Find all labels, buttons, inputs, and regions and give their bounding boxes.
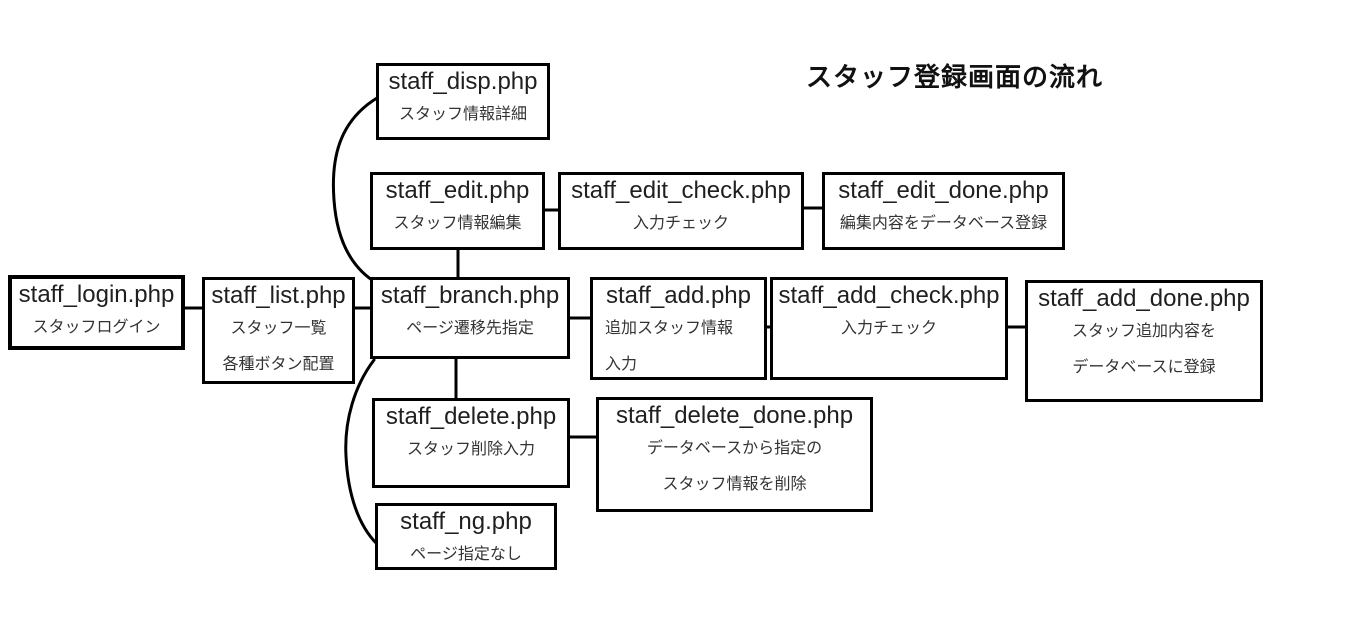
node-file-name: staff_delete_done.php	[615, 402, 854, 429]
node-file-name: staff_login.php	[18, 281, 175, 308]
node-description: スタッフ追加内容を	[1071, 323, 1216, 340]
node-staff-delete-done: staff_delete_done.php データベースから指定の スタッフ情報…	[596, 397, 873, 512]
node-file-name: staff_edit_check.php	[571, 177, 791, 204]
page-title: スタッフ登録画面の流れ	[806, 62, 1104, 92]
node-description: 編集内容をデータベース登録	[839, 215, 1048, 232]
node-staff-disp: staff_disp.php スタッフ情報詳細	[376, 63, 550, 140]
node-staff-branch: staff_branch.php ページ遷移先指定	[370, 277, 570, 359]
node-description: 入力チェック	[632, 215, 729, 232]
node-file-name: staff_edit_done.php	[838, 177, 1049, 204]
node-staff-edit: staff_edit.php スタッフ情報編集	[370, 172, 545, 250]
edge-branch-ng	[344, 358, 379, 546]
node-description: スタッフ削除入力	[406, 441, 535, 458]
node-description: ページ遷移先指定	[406, 320, 534, 337]
node-description: データベースから指定の	[646, 440, 823, 457]
node-description: スタッフ情報を削除	[662, 476, 807, 493]
node-description: ページ指定なし	[410, 546, 522, 563]
node-file-name: staff_ng.php	[400, 508, 532, 535]
node-file-name: staff_disp.php	[388, 68, 538, 95]
node-staff-add-check: staff_add_check.php 入力チェック	[770, 277, 1008, 380]
node-staff-login: staff_login.php スタッフログイン	[8, 275, 185, 350]
node-staff-delete: staff_delete.php スタッフ削除入力	[372, 398, 570, 488]
node-description: 各種ボタン配置	[222, 356, 335, 373]
node-description: スタッフ情報詳細	[398, 106, 527, 123]
node-file-name: staff_branch.php	[380, 282, 560, 309]
node-file-name: staff_add_done.php	[1038, 285, 1250, 312]
node-description: スタッフ一覧	[230, 320, 327, 337]
node-description: 入力	[605, 356, 638, 373]
node-staff-edit-check: staff_edit_check.php 入力チェック	[558, 172, 804, 250]
node-file-name: staff_list.php	[211, 282, 346, 309]
node-description: 入力チェック	[840, 320, 937, 337]
node-staff-list: staff_list.php スタッフ一覧 各種ボタン配置	[202, 277, 355, 384]
node-staff-edit-done: staff_edit_done.php 編集内容をデータベース登録	[822, 172, 1065, 250]
node-staff-ng: staff_ng.php ページ指定なし	[375, 503, 557, 570]
node-description: 追加スタッフ情報	[605, 320, 734, 337]
node-description: データベースに登録	[1072, 359, 1216, 376]
edge-branch-disp	[331, 96, 379, 282]
node-staff-add-done: staff_add_done.php スタッフ追加内容を データベースに登録	[1025, 280, 1263, 402]
node-file-name: staff_edit.php	[385, 177, 530, 204]
node-description: スタッフログイン	[32, 319, 161, 336]
node-file-name: staff_add.php	[605, 282, 752, 309]
node-description: スタッフ情報編集	[393, 215, 522, 232]
node-file-name: staff_add_check.php	[778, 282, 1000, 309]
node-staff-add: staff_add.php 追加スタッフ情報 入力	[590, 277, 767, 380]
node-file-name: staff_delete.php	[385, 403, 557, 430]
